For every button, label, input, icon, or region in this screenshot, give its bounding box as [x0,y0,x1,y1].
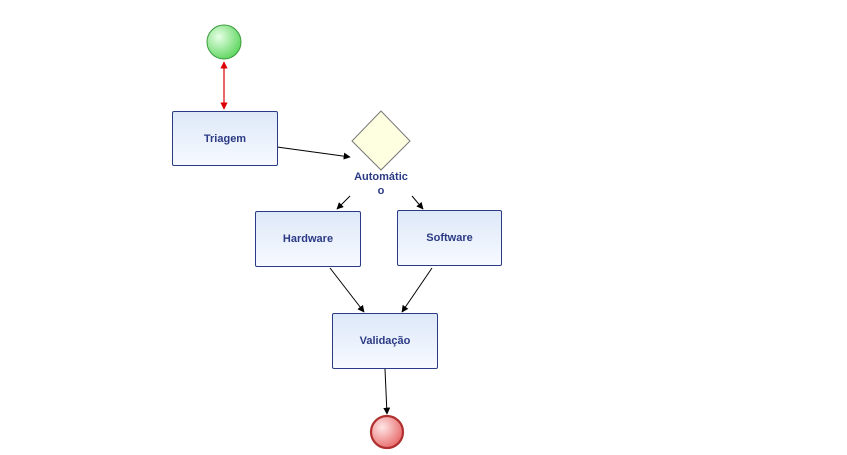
gateway-diamond[interactable] [351,110,411,171]
start-event[interactable] [206,24,242,60]
task-hardware[interactable]: Hardware [255,211,361,267]
task-software[interactable]: Software [397,210,502,266]
connector-gateway-hardware[interactable] [336,195,351,210]
task-triagem[interactable]: Triagem [172,111,278,166]
connector-validacao-end[interactable] [383,368,391,415]
task-validacao-label: Validação [359,335,411,347]
task-hardware-label: Hardware [282,233,334,245]
task-software-label: Software [426,232,473,244]
connector-software-validacao[interactable] [401,267,433,313]
connector-hardware-validacao[interactable] [329,267,365,313]
gateway-label: Automático [354,171,408,197]
task-validacao[interactable]: Validação [332,313,438,369]
task-triagem-label: Triagem [203,132,247,145]
connector-gateway-software[interactable] [411,195,424,210]
connector-triagem-gateway[interactable] [276,146,351,160]
end-event[interactable] [369,414,405,450]
